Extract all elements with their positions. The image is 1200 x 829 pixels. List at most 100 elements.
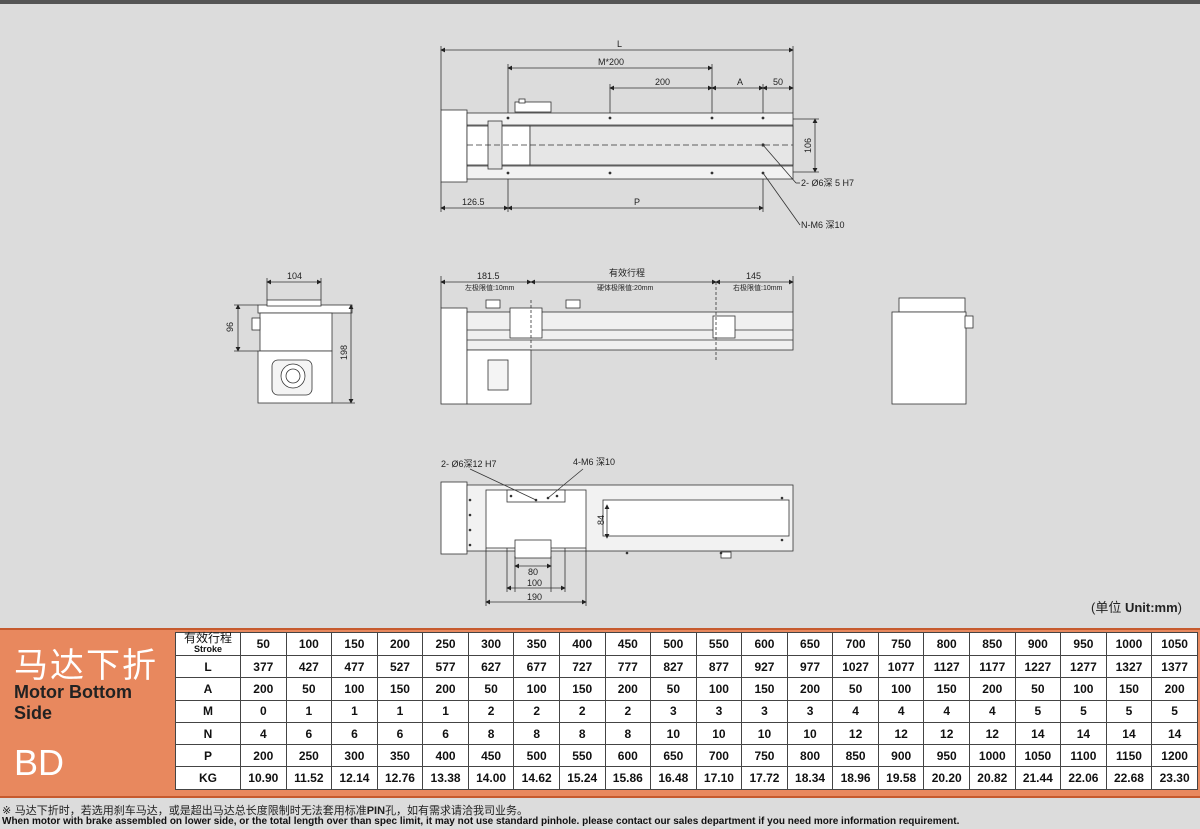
unit-cn: (单位 — [1090, 600, 1125, 615]
table-cell: 927 — [741, 654, 788, 679]
table-cell: 150 — [558, 677, 606, 701]
dim-A: A — [737, 77, 743, 87]
table-cell: 577 — [422, 654, 469, 679]
table-cell: 2 — [513, 699, 560, 723]
stroke-cell: 650 — [786, 632, 834, 656]
table-cell: 15.24 — [558, 766, 606, 790]
stroke-cell: 250 — [422, 632, 469, 656]
stroke-cell: 950 — [1060, 632, 1107, 656]
table-cell: 677 — [513, 654, 560, 679]
table-cell: 1150 — [1105, 744, 1153, 768]
table-cell: 477 — [331, 654, 378, 679]
table-cell: 150 — [741, 677, 788, 701]
stroke-cell: 500 — [650, 632, 697, 656]
row-label: KG — [175, 766, 241, 790]
table-cell: 5 — [1151, 699, 1198, 723]
table-cell: 1227 — [1014, 654, 1062, 679]
table-cell: 22.68 — [1105, 766, 1153, 790]
unit-label: (单位 Unit:mm) — [1091, 597, 1182, 616]
table-cell: 1200 — [1151, 744, 1198, 768]
stroke-header: 有效行程 Stroke — [175, 632, 241, 656]
row-label: L — [175, 654, 241, 679]
table-cell: 20.82 — [969, 766, 1016, 790]
table-cell: 377 — [240, 654, 287, 679]
table-cell: 500 — [513, 744, 560, 768]
unit-close: ) — [1177, 600, 1182, 615]
table-cell: 14 — [1105, 721, 1153, 746]
dim-198: 198 — [339, 345, 349, 360]
table-cell: 12 — [969, 721, 1016, 746]
stroke-cell: 1000 — [1105, 632, 1153, 656]
table-cell: 300 — [331, 744, 378, 768]
table-cell: 18.96 — [832, 766, 879, 790]
table-cell: 150 — [1105, 677, 1153, 701]
table-cell: 1177 — [969, 654, 1016, 679]
table-cell: 1 — [285, 699, 333, 723]
table-cell: 50 — [285, 677, 333, 701]
spec-panel: 马达下折 Motor Bottom Side BD 有效行程 Stroke 50… — [0, 628, 1200, 798]
table-cell: 12.76 — [376, 766, 424, 790]
model-code: BD — [14, 742, 65, 783]
table-cell: 900 — [877, 744, 925, 768]
table-cell: 4 — [832, 699, 879, 723]
table-cell: 100 — [513, 677, 560, 701]
table-cell: 1377 — [1151, 654, 1198, 679]
table-cell: 627 — [467, 654, 515, 679]
stroke-cell: 900 — [1014, 632, 1062, 656]
table-cell: 8 — [467, 721, 515, 746]
table-cell: 150 — [923, 677, 970, 701]
dim-stroke: 有效行程 — [609, 267, 645, 278]
table-cell: 17.10 — [695, 766, 743, 790]
table-cell: 6 — [376, 721, 424, 746]
table-cell: 8 — [604, 721, 652, 746]
table-cell: 4 — [877, 699, 925, 723]
table-cell: 15.86 — [604, 766, 652, 790]
end-view-left — [234, 278, 355, 404]
front-view — [440, 276, 794, 405]
table-cell: 14.62 — [513, 766, 560, 790]
table-cell: 200 — [604, 677, 652, 701]
table-cell: 650 — [650, 744, 697, 768]
table-cell: 6 — [331, 721, 378, 746]
table-cell: 23.30 — [1151, 766, 1198, 790]
table-cell: 550 — [558, 744, 606, 768]
table-cell: 10 — [786, 721, 834, 746]
stroke-cell: 350 — [513, 632, 560, 656]
table-cell: 877 — [695, 654, 743, 679]
stroke-cell: 550 — [695, 632, 743, 656]
table-cell: 1100 — [1060, 744, 1107, 768]
table-cell: 2 — [558, 699, 606, 723]
table-cell: 13.38 — [422, 766, 469, 790]
table-cell: 200 — [240, 677, 287, 701]
table-cell: 10 — [741, 721, 788, 746]
table-cell: 450 — [467, 744, 515, 768]
table-cell: 4 — [969, 699, 1016, 723]
thread-note: N-M6 深10 — [801, 220, 845, 230]
bottom-pin-note: 2- Ø6深12 H7 — [441, 459, 497, 469]
table-cell: 200 — [422, 677, 469, 701]
row-label: M — [175, 699, 241, 723]
stroke-cell: 150 — [331, 632, 378, 656]
technical-drawing: L M*200 200 A 50 106 126.5 P 2- Ø6深 5 H7… — [225, 39, 974, 606]
table-cell: 200 — [969, 677, 1016, 701]
table-cell: 18.34 — [786, 766, 834, 790]
table-cell: 16.48 — [650, 766, 697, 790]
dim-80: 80 — [528, 567, 538, 577]
table-cell: 800 — [786, 744, 834, 768]
table-cell: 2 — [467, 699, 515, 723]
dim-106: 106 — [803, 138, 813, 153]
footnote-cn: ※ 马达下折时，若选用刹车马达，或是超出马达总长度限制时无法套用标准PIN孔，如… — [2, 804, 529, 817]
table-cell: 50 — [467, 677, 515, 701]
stroke-cell: 750 — [877, 632, 925, 656]
table-cell: 850 — [832, 744, 879, 768]
table-cell: 827 — [650, 654, 697, 679]
stroke-cell: 850 — [969, 632, 1016, 656]
stroke-cell: 600 — [741, 632, 788, 656]
table-cell: 8 — [558, 721, 606, 746]
table-cell: 1000 — [969, 744, 1016, 768]
dim-145: 145 — [746, 271, 761, 281]
stroke-cell: 450 — [604, 632, 652, 656]
table-cell: 400 — [422, 744, 469, 768]
table-cell: 6 — [422, 721, 469, 746]
